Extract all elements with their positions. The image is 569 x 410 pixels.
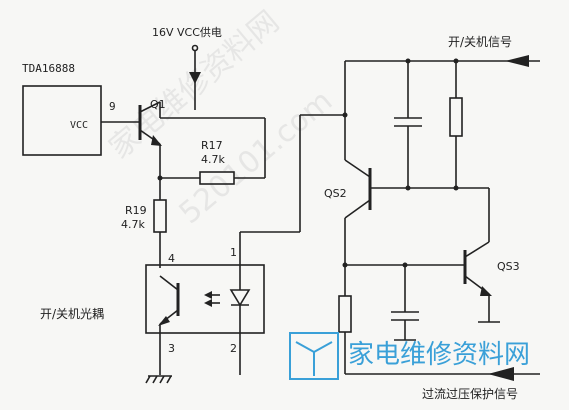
protect-signal-label: 过流过压保护信号: [422, 387, 518, 401]
opto-pin4: 4: [168, 252, 175, 265]
r17-name: R17: [201, 139, 223, 152]
ic-pin-label: 9: [109, 100, 116, 113]
ic-label: TDA16888: [22, 62, 75, 75]
brand-logo: 家电维修资料网: [289, 332, 530, 380]
book-icon: [295, 341, 333, 376]
brand-logo-text: 家电维修资料网: [348, 340, 530, 370]
vcc-supply: 16V VCC供电: [152, 25, 222, 110]
resistor-r19: R19 4.7k: [121, 178, 167, 268]
opto-pin3: 3: [168, 342, 175, 355]
right-network: 开/关机信号 QS2: [324, 35, 540, 401]
arrow-down-icon: [189, 72, 201, 84]
onoff-signal-label: 开/关机信号: [448, 35, 512, 49]
r19-value: 4.7k: [121, 218, 145, 231]
qs3-label: QS3: [497, 260, 520, 273]
r19-name: R19: [125, 204, 147, 217]
transistor-q1: Q1: [138, 98, 266, 179]
resistor-r17: R17 4.7k: [157, 139, 265, 185]
qs2-label: QS2: [324, 187, 347, 200]
opto-pin2: 2: [230, 342, 237, 355]
opto-pin1: 1: [230, 246, 237, 259]
watermark-site: 520101.com: [173, 83, 340, 231]
q1-label: Q1: [150, 98, 166, 111]
optocoupler: 4 1 3 2 开/关机光耦: [40, 112, 348, 375]
ic-vcc-label: VCC: [70, 120, 88, 131]
arrow-left-icon: [488, 367, 514, 381]
ic-tda16888: TDA16888 VCC 9: [22, 62, 140, 156]
opto-label: 开/关机光耦: [40, 307, 104, 321]
vcc-supply-label: 16V VCC供电: [152, 25, 222, 39]
ground-icon: [145, 375, 172, 384]
r17-value: 4.7k: [201, 153, 225, 166]
